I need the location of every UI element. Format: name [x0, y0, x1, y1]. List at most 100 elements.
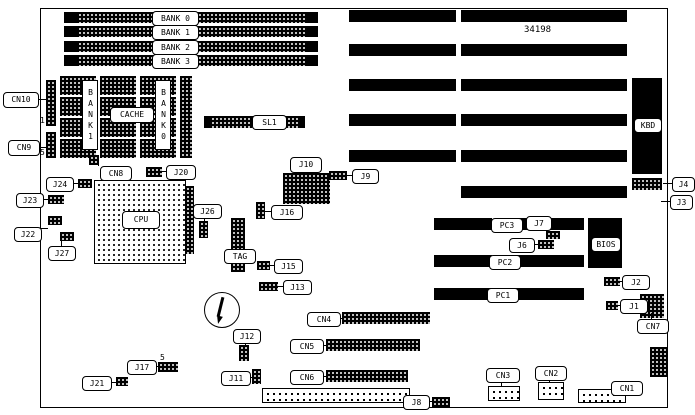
jumper-j22-label: J22	[14, 227, 42, 242]
connector-cn10-label: CN10	[3, 92, 39, 108]
cache-chip	[100, 76, 136, 95]
leader-line	[618, 281, 622, 282]
j9-connector	[329, 171, 347, 180]
j23-connector	[48, 195, 64, 204]
jumper-j2-label: J2	[622, 275, 650, 290]
leader-line	[278, 286, 283, 287]
expansion-slot	[349, 114, 456, 126]
j27-connector	[60, 232, 74, 241]
bank3-label: BANK 3	[152, 54, 199, 69]
kbd-label: KBD	[634, 118, 662, 133]
leader-line	[663, 183, 672, 184]
expansion-slot	[461, 186, 627, 198]
jumper-j20-label: J20	[166, 165, 196, 180]
leader-line	[661, 201, 670, 202]
jumper-j13-label: J13	[283, 280, 312, 295]
leader-line	[501, 381, 502, 386]
cn5-connector	[326, 339, 420, 351]
jumper-j21-label: J21	[82, 376, 112, 391]
connector-cn1-label: CN1	[611, 381, 643, 396]
leader-line	[616, 305, 620, 306]
pin1-marker: 1	[40, 116, 45, 125]
cn9-connector	[46, 132, 56, 158]
jumper-j23-label: J23	[16, 193, 44, 208]
pc3-slot-left	[434, 218, 492, 230]
bank1-label: BANK 1	[152, 25, 199, 40]
pin5-marker-j17: 5	[160, 353, 165, 362]
power-connector	[650, 347, 667, 377]
jumper-j7-label: J7	[526, 216, 552, 231]
jumper-j16-label: J16	[271, 205, 303, 220]
j1-connector	[606, 301, 618, 310]
kbd-connector	[632, 178, 662, 190]
pc2-label: PC2	[489, 255, 521, 270]
leader-line	[110, 382, 116, 383]
cache-bank1-label: BANK1	[82, 80, 98, 150]
leader-line	[98, 162, 99, 166]
leader-line	[322, 345, 326, 346]
connector-cn7-label: CN7	[637, 319, 669, 334]
jumper-j15-label: J15	[274, 259, 303, 274]
j10-chip	[283, 173, 330, 204]
jumper-j10-label: J10	[290, 157, 322, 173]
jumper-j3-label: J3	[670, 195, 693, 210]
pc2-slot-left	[434, 255, 492, 267]
j8-connector	[432, 397, 450, 407]
jumper-j26-label: J26	[193, 204, 222, 219]
leader-line	[322, 376, 326, 377]
j13-connector	[259, 282, 278, 291]
cache-chip	[180, 76, 192, 158]
pc1-label: PC1	[487, 288, 519, 303]
expansion-slot	[461, 79, 627, 91]
cache-label: CACHE	[110, 107, 154, 123]
bottom-header-strip	[262, 388, 410, 403]
j21-connector	[116, 377, 128, 386]
leader-line	[265, 211, 271, 212]
cpu-label: CPU	[122, 211, 160, 229]
cache-bank0-label: BANK0	[155, 80, 171, 150]
expansion-slot	[349, 10, 456, 22]
expansion-slot	[349, 79, 456, 91]
jumper-j8-label: J8	[403, 395, 430, 410]
leader-line	[651, 313, 652, 319]
expansion-slot	[461, 44, 627, 56]
jumper-j9-label: J9	[352, 169, 379, 184]
cpu-side-connector	[185, 186, 194, 254]
leader-line	[204, 217, 205, 221]
bank2-label: BANK 2	[152, 40, 199, 55]
jumper-j17-label: J17	[127, 360, 157, 375]
j17-connector	[158, 362, 178, 372]
cn4-connector	[342, 312, 430, 324]
jumper-j27-label: J27	[48, 246, 76, 261]
board-number: 34198	[524, 25, 552, 35]
leader-line	[37, 99, 46, 100]
j15-connector	[257, 261, 270, 270]
expansion-slot	[461, 150, 627, 162]
cn2-connector	[538, 382, 564, 400]
cn8-connector	[89, 155, 99, 165]
cn6-connector	[326, 370, 408, 382]
j24-connector	[78, 179, 92, 188]
leader-line	[61, 241, 62, 246]
connector-cn6-label: CN6	[290, 370, 324, 385]
leader-line	[270, 265, 274, 266]
j26-connector	[199, 221, 208, 238]
connector-cn9-label: CN9	[8, 140, 40, 156]
tag-label: TAG	[224, 249, 256, 264]
jumper-j6-label: J6	[509, 238, 535, 253]
j16-connector	[256, 202, 265, 219]
leader-line	[72, 183, 78, 184]
cache-chip	[100, 139, 136, 158]
j2-connector	[604, 277, 620, 286]
jumper-j12-label: J12	[233, 329, 261, 344]
leader-line	[162, 171, 166, 172]
bios-label: BIOS	[591, 237, 621, 252]
jumper-j1-label: J1	[620, 299, 648, 314]
expansion-slot	[461, 10, 627, 22]
bank0-label: BANK 0	[152, 11, 199, 26]
j20-connector	[146, 167, 162, 177]
leader-line	[42, 199, 48, 200]
j11-connector	[252, 369, 261, 384]
pc1-slot-left	[434, 288, 492, 300]
connector-cn3-label: CN3	[486, 368, 520, 383]
